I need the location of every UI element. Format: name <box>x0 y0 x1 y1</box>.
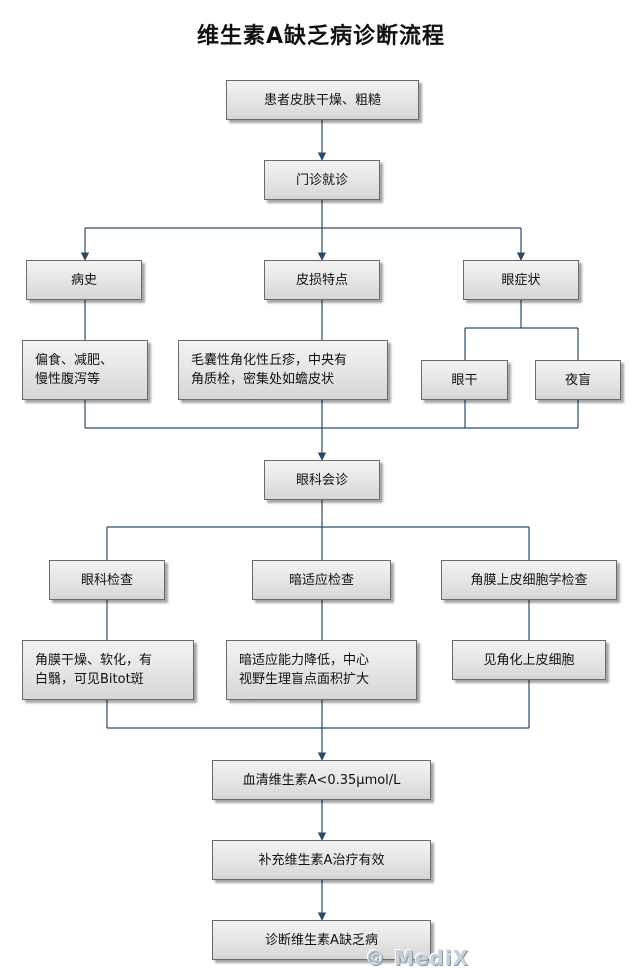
node-diet: 偏食、减肥、 慢性腹泻等 <box>22 340 148 400</box>
node-night-blind: 夜盲 <box>535 360 621 400</box>
node-diagnosis: 诊断维生素A缺乏病 <box>212 920 431 960</box>
node-dry-eye: 眼干 <box>421 360 508 400</box>
node-clinic-label: 门诊就诊 <box>295 172 348 188</box>
node-diagnosis-label: 诊断维生素A缺乏病 <box>265 932 378 948</box>
node-dry-eye-label: 眼干 <box>451 372 478 388</box>
node-serum-label: 血清维生素A<0.35μmol/L <box>242 772 401 788</box>
node-dark-result: 暗适应能力降低，中心 视野生理盲点面积扩大 <box>226 640 417 700</box>
node-eye-symptoms-label: 眼症状 <box>501 272 541 288</box>
node-night-blind-label: 夜盲 <box>564 372 591 388</box>
node-dark-result-label: 暗适应能力降低，中心 视野生理盲点面积扩大 <box>239 653 370 687</box>
node-diet-label: 偏食、减肥、 慢性腹泻等 <box>35 353 114 387</box>
node-treatment: 补充维生素A治疗有效 <box>212 840 431 880</box>
node-patient-label: 患者皮肤干燥、粗糙 <box>263 92 381 108</box>
node-treatment-label: 补充维生素A治疗有效 <box>258 852 385 868</box>
node-dark-adapt: 暗适应检查 <box>252 560 391 600</box>
node-history-label: 病史 <box>70 272 97 288</box>
node-eye-symptoms: 眼症状 <box>463 260 579 300</box>
watermark-logo: © MediX <box>365 946 470 970</box>
node-ophth-consult-label: 眼科会诊 <box>295 472 348 488</box>
node-skin-detail: 毛囊性角化性丘疹，中央有 角质栓，密集处如蟾皮状 <box>178 340 388 400</box>
node-cytology: 角膜上皮细胞学检查 <box>441 560 617 600</box>
node-ophth-exam-label: 眼科检查 <box>80 572 133 588</box>
node-patient: 患者皮肤干燥、粗糙 <box>226 80 419 120</box>
node-dark-adapt-label: 暗适应检查 <box>288 572 354 588</box>
node-cytology-label: 角膜上皮细胞学检查 <box>470 572 588 588</box>
node-ophth-consult: 眼科会诊 <box>264 460 380 500</box>
page-title: 维生素A缺乏病诊断流程 <box>196 24 446 49</box>
node-cyto-result: 见角化上皮细胞 <box>452 640 606 680</box>
node-serum: 血清维生素A<0.35μmol/L <box>212 760 431 800</box>
node-skin-label: 皮损特点 <box>295 272 348 288</box>
node-clinic: 门诊就诊 <box>264 160 380 200</box>
node-skin-detail-label: 毛囊性角化性丘疹，中央有 角质栓，密集处如蟾皮状 <box>191 353 348 387</box>
node-ophth-result-label: 角膜干燥、软化，有 白翳，可见Bitot斑 <box>35 653 153 687</box>
node-cyto-result-label: 见角化上皮细胞 <box>483 652 575 668</box>
node-ophth-result: 角膜干燥、软化，有 白翳，可见Bitot斑 <box>22 640 194 700</box>
node-skin: 皮损特点 <box>264 260 380 300</box>
node-ophth-exam: 眼科检查 <box>49 560 165 600</box>
node-history: 病史 <box>26 260 142 300</box>
